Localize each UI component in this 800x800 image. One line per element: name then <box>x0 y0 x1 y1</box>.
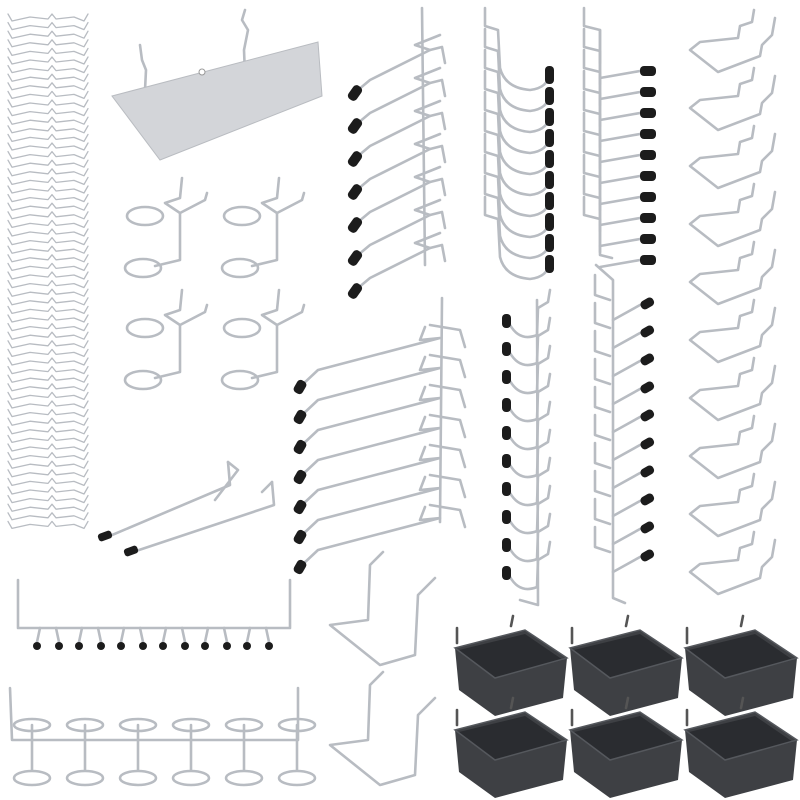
angled-hooks-with-caps <box>347 6 447 299</box>
long-hooks-column <box>293 296 467 575</box>
small-curved-hooks-column <box>502 288 552 607</box>
storage-bins <box>453 614 799 798</box>
multi-prong-tool-bar <box>16 578 292 650</box>
double-prong-hooks <box>97 460 276 557</box>
shelf-bracket-plate <box>111 8 323 161</box>
bent-l-hooks-column <box>688 8 777 596</box>
loop-bracket-hooks <box>328 550 437 787</box>
small-angled-hooks-column <box>593 263 655 605</box>
double-ring-hooks <box>123 176 306 391</box>
ring-tool-holder-bar <box>8 686 317 787</box>
wavy-clips-stack <box>7 13 89 530</box>
j-hooks-column <box>483 6 554 281</box>
straight-hooks-column <box>582 6 656 269</box>
